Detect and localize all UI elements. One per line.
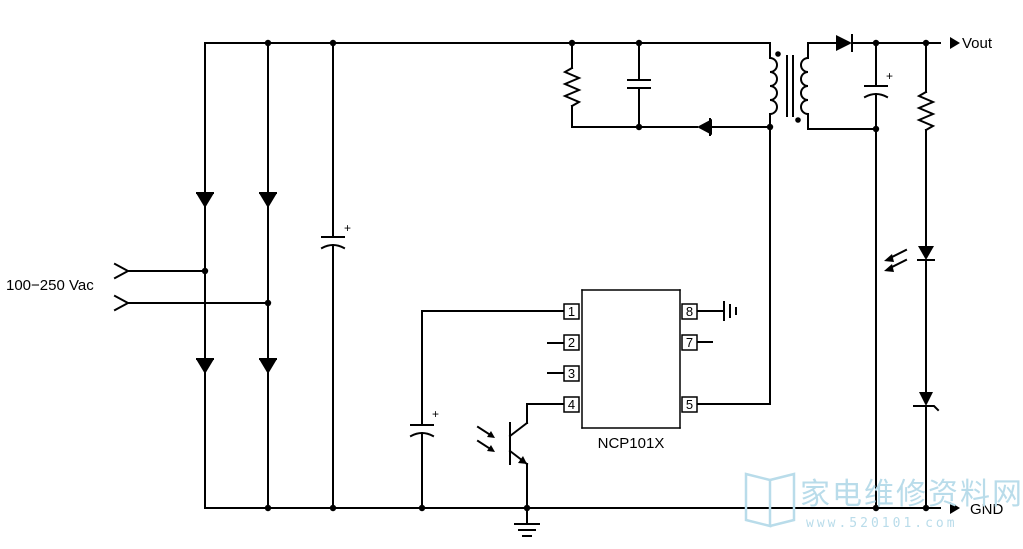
watermark-chinese-text: 家电维修资料网 bbox=[800, 477, 1023, 512]
vout-arrow bbox=[950, 37, 960, 49]
pin-7-label: 7 bbox=[686, 335, 693, 350]
watermark-book-logo bbox=[744, 472, 796, 528]
led-emission-arrow bbox=[884, 264, 894, 272]
opto-transistor bbox=[476, 403, 540, 537]
output-cap-plus: + bbox=[886, 69, 893, 83]
ic-part-label: NCP101X bbox=[598, 435, 665, 452]
output-diode bbox=[836, 35, 852, 51]
pin-8-label: 8 bbox=[686, 304, 693, 319]
input-voltage-label: 100−250 Vac bbox=[6, 277, 94, 294]
zener-diode bbox=[919, 392, 933, 406]
ac-input-terminals bbox=[113, 262, 269, 312]
output-stage bbox=[807, 34, 941, 509]
bulk-capacitor bbox=[320, 42, 346, 509]
bridge-diodes bbox=[196, 192, 277, 374]
light-input-arrow bbox=[487, 431, 495, 438]
light-input-arrow bbox=[487, 445, 495, 452]
opto-led bbox=[918, 246, 934, 260]
bridge-rectifier bbox=[204, 42, 877, 509]
pin-2-label: 2 bbox=[568, 335, 575, 350]
gnd-label: GND bbox=[970, 501, 1004, 518]
pin-3-label: 3 bbox=[568, 366, 575, 381]
rcd-clamp bbox=[562, 42, 771, 136]
pin-5-label: 5 bbox=[686, 397, 693, 412]
vcc-cap-plus: + bbox=[432, 407, 439, 421]
junction-dots bbox=[201, 39, 930, 512]
feedback-branch bbox=[888, 42, 940, 509]
watermark: 家电维修资料网 www.520101.com bbox=[744, 472, 1023, 531]
vout-label: Vout bbox=[962, 35, 993, 52]
bulk-cap-plus: + bbox=[344, 221, 351, 235]
controller-wiring bbox=[409, 289, 771, 509]
pin-4-label: 4 bbox=[568, 397, 575, 412]
ic-pin-boxes bbox=[563, 303, 698, 413]
flyback-transformer bbox=[768, 42, 877, 405]
led-emission-arrow bbox=[884, 254, 894, 262]
gnd-arrow bbox=[950, 502, 960, 514]
emitter-arrow bbox=[518, 456, 527, 464]
clamp-diode bbox=[697, 119, 712, 135]
pin-1-label: 1 bbox=[568, 304, 575, 319]
watermark-url: www.520101.com bbox=[806, 516, 958, 531]
